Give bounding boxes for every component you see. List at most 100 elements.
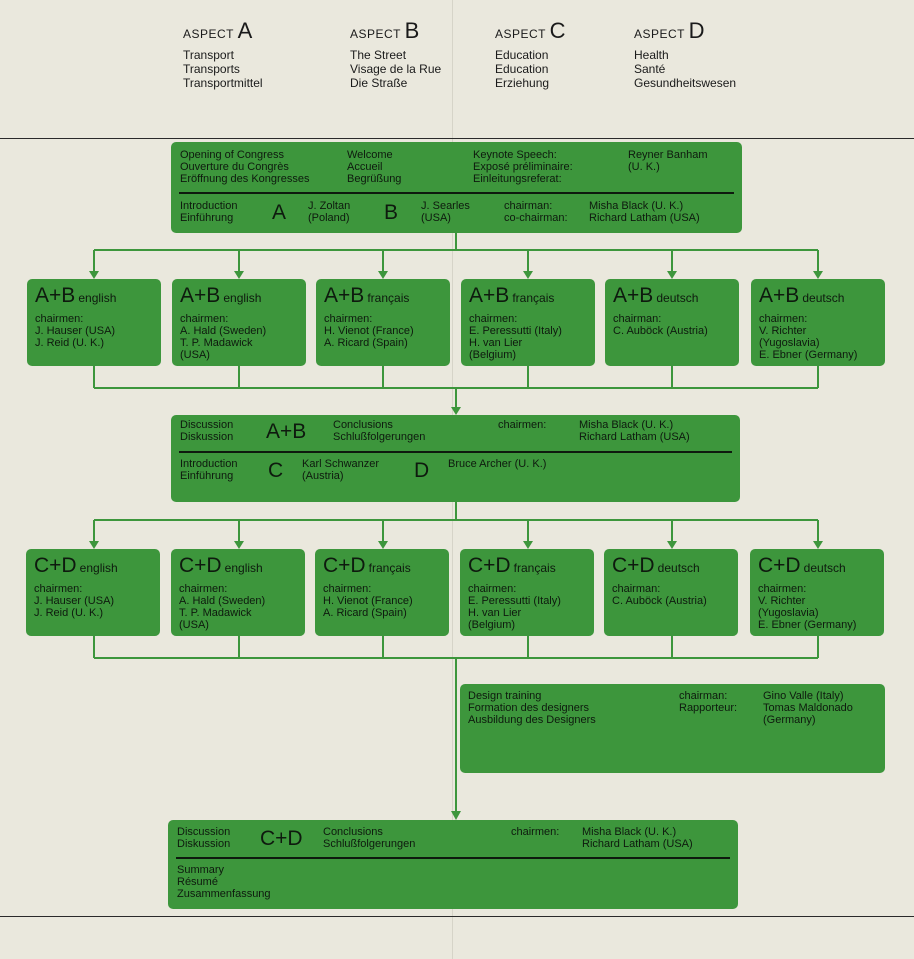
session-cd-francais-1: C+D français chairmen: H. Vienot (France… [315,549,449,636]
aspect-prefix: ASPECT [350,27,401,41]
session-chair-label: chairmen: [323,583,372,595]
session-language: english [223,291,262,305]
aspect-b: ASPECT B The Street Visage de la Rue Die… [350,18,442,91]
aspect-c: ASPECT C Education Education Erziehung [495,20,566,91]
session-cd-francais-2: C+D français chairmen: E. Peressutti (It… [460,549,594,636]
session-chair-label: chairman: [612,583,661,595]
discussion-ab-box: Discussion Diskussion A+B Conclusions Sc… [171,415,740,502]
session-chair-label: chairmen: [324,313,373,325]
discussion-divider [179,451,732,453]
session-chair-names: E. Peressutti (Italy) H. van Lier (Belgi… [469,325,562,361]
session-chair-label: chairmen: [35,313,84,325]
aspect-line: Erziehung [495,76,550,90]
discussion-divider [176,857,730,859]
opening-box: Opening of Congress Ouverture du Congrès… [171,142,742,233]
session-cd-english-2: C+D english chairmen: A. Hald (Sweden) T… [171,549,305,636]
session-ab-deutsch-1: A+B deutsch chairman: C. Auböck (Austria… [605,279,739,366]
chair-label: chairmen: [498,419,547,431]
discussion-letters: C+D [260,827,303,850]
session-title: C+D [179,554,222,577]
session-language: français [512,291,555,305]
discussion-cd-box: Discussion Diskussion C+D Conclusions Sc… [168,820,738,909]
discussion-letters: A+B [266,420,307,443]
letter-d: D [414,459,430,482]
aspect-line: Health [634,48,669,62]
session-cd-deutsch-1: C+D deutsch chairman: C. Auböck (Austria… [604,549,738,636]
session-ab-deutsch-2: A+B deutsch chairmen: V. Richter (Yugosl… [751,279,885,366]
speaker-b: J. Searles (USA) [421,200,470,224]
session-chair-names: H. Vienot (France) A. Ricard (Spain) [324,325,414,349]
aspect-line: Visage de la Rue [350,62,442,76]
session-ab-english-1: A+B english chairmen: J. Hauser (USA) J.… [27,279,161,366]
conclusions-label: Conclusions Schlußfolgerungen [323,826,416,850]
discussion-label: Discussion Diskussion [177,826,231,850]
session-cd-english-1: C+D english chairmen: J. Hauser (USA) J.… [26,549,160,636]
session-title: A+B [759,284,800,307]
session-ab-english-2: A+B english chairmen: A. Hald (Sweden) T… [172,279,306,366]
session-title: C+D [758,554,801,577]
conclusions-label: Conclusions Schlußfolgerungen [333,419,426,443]
session-language: english [224,561,263,575]
session-chair-names: A. Hald (Sweden) T. P. Madawick (USA) [179,595,266,631]
aspect-line: Die Straße [350,76,408,90]
session-chair-names: H. Vienot (France) A. Ricard (Spain) [323,595,413,619]
aspect-line: Transports [183,62,240,76]
session-title: A+B [35,284,76,307]
aspect-letter: B [404,18,420,43]
aspect-d: ASPECT D Health Santé Gesundheitswesen [634,20,737,91]
keynote-speaker: Reyner Banham (U. K.) [628,149,708,173]
chair-labels: chairman: co-chairman: [504,200,568,224]
session-language: français [367,291,410,305]
aspect-line: Transport [183,48,234,62]
session-chair-label: chairmen: [180,313,229,325]
session-title: A+B [613,284,654,307]
opening-divider [179,192,734,194]
session-language: français [513,561,556,575]
aspect-prefix: ASPECT [183,27,234,41]
session-chair-label: chairman: [613,313,662,325]
aspect-prefix: ASPECT [634,27,685,41]
session-ab-francais-2: A+B français chairmen: E. Peressutti (It… [461,279,595,366]
session-cd-deutsch-2: C+D deutsch chairmen: V. Richter (Yugosl… [750,549,884,636]
chair-names: Misha Black (U. K.) Richard Latham (USA) [579,419,690,443]
speaker-a: J. Zoltan (Poland) [308,200,351,224]
session-ab-francais-1: A+B français chairmen: H. Vienot (France… [316,279,450,366]
top-rule [0,138,914,139]
session-language: français [368,561,411,575]
session-title: C+D [612,554,655,577]
aspect-line: Gesundheitswesen [634,76,737,90]
session-chair-names: E. Peressutti (Italy) H. van Lier (Belgi… [468,595,561,631]
session-title: C+D [323,554,366,577]
summary-label: Summary Résumé Zusammenfassung [177,864,271,900]
session-title: C+D [468,554,511,577]
session-chair-names: V. Richter (Yugoslavia) E. Ebner (German… [759,325,858,361]
chair-names: Misha Black (U. K.) Richard Latham (USA) [582,826,693,850]
session-language: english [79,561,118,575]
session-chair-label: chairmen: [758,583,807,595]
intro-label: Introduction Einführung [180,458,238,482]
letter-c: C [268,459,284,482]
opening-label: Opening of Congress Ouverture du Congrès… [180,149,310,185]
letter-b: B [384,201,399,224]
design-training-roles: chairman: Rapporteur: [679,690,738,714]
chair-label: chairmen: [511,826,560,838]
session-language: deutsch [802,291,845,305]
aspect-line: Education [495,48,549,62]
design-training-names: Gino Valle (Italy) Tomas Maldonado (Germ… [763,690,853,726]
chair-names: Misha Black (U. K.) Richard Latham (USA) [589,200,700,224]
session-chair-names: V. Richter (Yugoslavia) E. Ebner (German… [758,595,857,631]
speaker-d: Bruce Archer (U. K.) [448,458,547,470]
aspect-a: ASPECT A Transport Transports Transportm… [183,20,263,91]
session-chair-label: chairmen: [469,313,518,325]
letter-a: A [272,201,287,224]
session-language: deutsch [656,291,699,305]
intro-label: Introduction Einführung [180,200,238,224]
design-training-title: Design training Formation des designers … [468,690,596,726]
session-chair-names: J. Hauser (USA) J. Reid (U. K.) [34,595,115,619]
aspect-line: The Street [350,48,407,62]
session-language: deutsch [803,561,846,575]
session-title: A+B [469,284,510,307]
keynote-label: Keynote Speech: Exposé préliminaire: Ein… [473,149,573,185]
design-training-box: Design training Formation des designers … [460,684,885,773]
